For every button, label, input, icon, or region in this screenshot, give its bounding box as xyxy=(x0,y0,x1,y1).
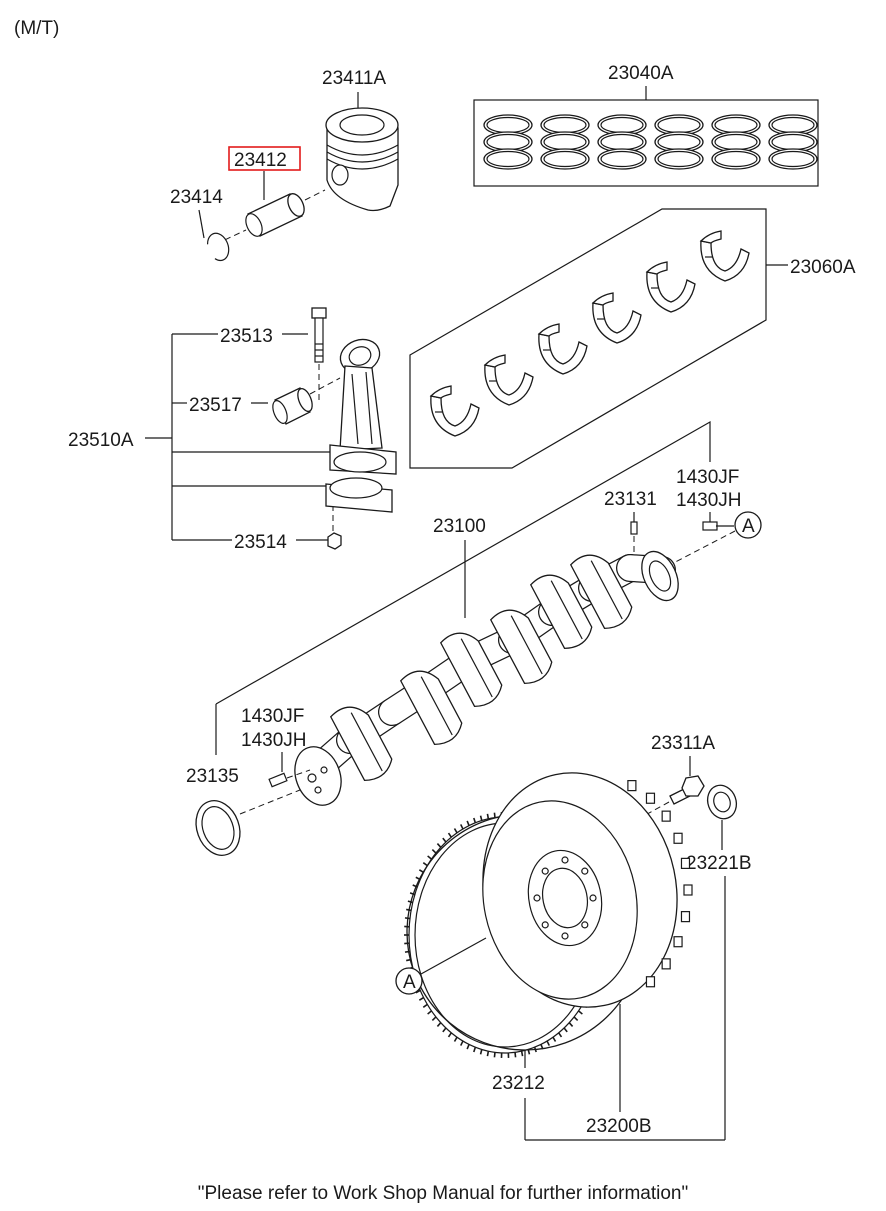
connecting-rod-group: 23510A 23513 23517 23514 xyxy=(68,307,397,553)
part-label-flywheel-bolt[interactable]: 23311A xyxy=(651,733,715,754)
part-label-connecting-rod-assy[interactable]: 23510A xyxy=(68,430,134,451)
part-label-piston-pin[interactable]: 23412 xyxy=(234,150,287,171)
rod-nut-drawing xyxy=(327,532,342,550)
bearing-set-group: 23060A xyxy=(409,208,856,469)
rear-seal-drawing xyxy=(195,800,241,856)
part-label-rod-bushing[interactable]: 23517 xyxy=(189,395,242,416)
part-label-piston-pin-box[interactable] xyxy=(228,146,301,171)
dowel-right-drawing xyxy=(702,521,718,531)
part-label-dowel-jf-right[interactable]: 1430JF xyxy=(676,467,739,488)
svg-text:A: A xyxy=(742,516,755,537)
rod-bolt-drawing xyxy=(311,307,327,363)
bearing-shell xyxy=(699,230,750,282)
flywheel-bolt-drawing xyxy=(669,775,705,805)
marker-a-bottom: A xyxy=(395,967,423,995)
part-label-ring-gear[interactable]: 23212 xyxy=(492,1073,545,1094)
bearing-set-drawing xyxy=(429,230,750,437)
connecting-rod-drawing xyxy=(325,338,397,513)
dowel-left-drawing xyxy=(268,772,288,788)
snap-ring-drawing xyxy=(206,232,230,262)
part-label-piston[interactable]: 23411A xyxy=(322,68,386,89)
pilot-bearing-drawing xyxy=(706,784,738,820)
part-label-crankshaft[interactable]: 23100 xyxy=(433,516,486,537)
mode-label: (M/T) xyxy=(14,18,59,39)
part-label-pilot-bearing[interactable]: 23221B xyxy=(686,853,752,874)
bearing-shell xyxy=(483,354,534,406)
crankshaft-group: 23100 23131 1430JF 1430JH A 1430JF 1430J… xyxy=(186,420,762,856)
crank-web xyxy=(489,609,553,685)
svg-text:A: A xyxy=(403,972,416,993)
part-label-dowel-jh-right[interactable]: 1430JH xyxy=(676,490,742,511)
part-label-rod-nut[interactable]: 23514 xyxy=(234,532,287,553)
part-label-rear-seal[interactable]: 23135 xyxy=(186,766,239,787)
crank-web xyxy=(529,574,593,650)
part-label-dowel-jh-left[interactable]: 1430JH xyxy=(241,730,307,751)
part-label-crank-pin-key[interactable]: 23131 xyxy=(604,489,657,510)
crank-pin-key-drawing xyxy=(630,521,638,535)
crank-web xyxy=(439,632,503,708)
part-label-snap-ring[interactable]: 23414 xyxy=(170,187,223,208)
part-label-bearing-set[interactable]: 23060A xyxy=(790,257,856,278)
bearing-shell xyxy=(537,323,588,375)
crank-web xyxy=(569,554,633,630)
ring-set-drawing xyxy=(483,114,818,170)
bearing-shell xyxy=(645,261,696,313)
ring-set-group: 23040A xyxy=(473,63,819,187)
bearing-shell xyxy=(429,385,480,437)
bearing-shell xyxy=(591,292,642,344)
part-label-ring-set[interactable]: 23040A xyxy=(608,63,674,84)
piston-pin-drawing xyxy=(245,193,305,237)
marker-a-top: A xyxy=(734,511,762,539)
piston-group: 23411A 23412 23414 xyxy=(170,68,399,262)
flywheel-drawing xyxy=(404,772,693,1058)
flywheel-group: 23311A 23221B A 23212 23200B xyxy=(395,733,752,1141)
footer-note: "Please refer to Work Shop Manual for fu… xyxy=(198,1183,688,1204)
rod-bushing-drawing xyxy=(272,387,313,425)
crank-web xyxy=(329,706,393,782)
crankshaft-drawing xyxy=(294,550,679,806)
part-label-dowel-jf-left[interactable]: 1430JF xyxy=(241,706,304,727)
part-label-flywheel-assy[interactable]: 23200B xyxy=(586,1116,652,1137)
part-label-rod-bolt[interactable]: 23513 xyxy=(220,326,273,347)
piston-drawing xyxy=(325,107,399,212)
crank-web xyxy=(399,670,463,746)
